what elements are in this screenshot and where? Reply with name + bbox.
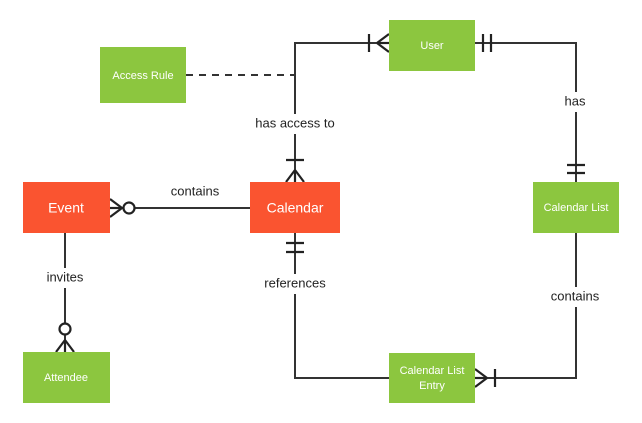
label-backdrop-contains-event xyxy=(155,183,237,202)
relationship-label-invites: invites xyxy=(30,268,100,288)
entity-user-label: User xyxy=(420,40,444,52)
relationship-label-invites-text: invites xyxy=(47,269,84,284)
entity-calendar-list-box[interactable] xyxy=(533,182,619,233)
entity-attendee[interactable]: Attendee xyxy=(23,352,110,403)
relationship-label-references-text: references xyxy=(264,275,326,290)
entity-event[interactable]: Event xyxy=(23,182,110,233)
notation-event-right-zero-or-many xyxy=(109,198,136,218)
notation-user-left-many xyxy=(367,33,390,53)
entity-calendar-list-entry-label-line1: Calendar List xyxy=(400,365,465,377)
notation-user-right-one xyxy=(481,34,493,52)
relationship-label-contains-list-entry-text: contains xyxy=(551,288,600,303)
notation-calendarlist-top-one xyxy=(567,163,585,175)
entity-calendar-list-label: Calendar List xyxy=(544,202,609,214)
notation-attendee-top-zero-or-many xyxy=(55,322,75,353)
label-backdrop-contains-list-entry xyxy=(540,287,612,307)
relationship-label-has-text: has xyxy=(565,93,586,108)
entity-attendee-box[interactable] xyxy=(23,352,110,403)
label-backdrop-has-access-to xyxy=(240,114,350,134)
entity-calendar-box[interactable] xyxy=(250,182,340,233)
entity-event-box[interactable] xyxy=(23,182,110,233)
entity-access-rule[interactable]: Access Rule xyxy=(100,47,186,103)
entity-calendar-list-entry-label-line2: Entry xyxy=(419,380,445,392)
notation-cle-right-many-one xyxy=(474,368,497,388)
relationship-label-references: references xyxy=(252,274,338,294)
relationship-label-has: has xyxy=(548,92,604,112)
edge-contains-list-entry xyxy=(475,233,577,379)
relationship-label-contains-event-text: contains xyxy=(171,183,220,198)
relationship-label-has-access-to: has access to xyxy=(240,114,350,134)
entity-user-box[interactable] xyxy=(389,20,475,71)
entity-access-rule-label: Access Rule xyxy=(112,70,173,82)
notation-calendar-top-many xyxy=(285,158,305,183)
entity-event-label: Event xyxy=(48,200,84,216)
entity-attendee-label: Attendee xyxy=(44,372,88,384)
relationship-label-has-access-to-text: has access to xyxy=(255,115,335,130)
label-backdrop-has xyxy=(548,92,604,112)
entity-access-rule-box[interactable] xyxy=(100,47,186,103)
notation-calendar-bottom-one xyxy=(286,241,304,254)
entity-calendar[interactable]: Calendar xyxy=(250,182,340,233)
label-backdrop-invites xyxy=(30,268,100,288)
edge-has-user-calendarlist xyxy=(475,42,577,182)
entity-calendar-list-entry[interactable]: Calendar List Entry xyxy=(389,353,475,403)
entity-calendar-list-entry-box[interactable] xyxy=(389,353,475,403)
entity-user[interactable]: User xyxy=(389,20,475,71)
entity-calendar-list[interactable]: Calendar List xyxy=(533,182,619,233)
entity-calendar-label: Calendar xyxy=(267,200,324,216)
edge-has-access-to xyxy=(294,42,389,182)
relationship-label-contains-list-entry: contains xyxy=(540,287,612,307)
edge-references xyxy=(294,233,389,379)
relationship-label-contains-event: contains xyxy=(155,183,237,202)
label-backdrop-references xyxy=(252,274,338,294)
